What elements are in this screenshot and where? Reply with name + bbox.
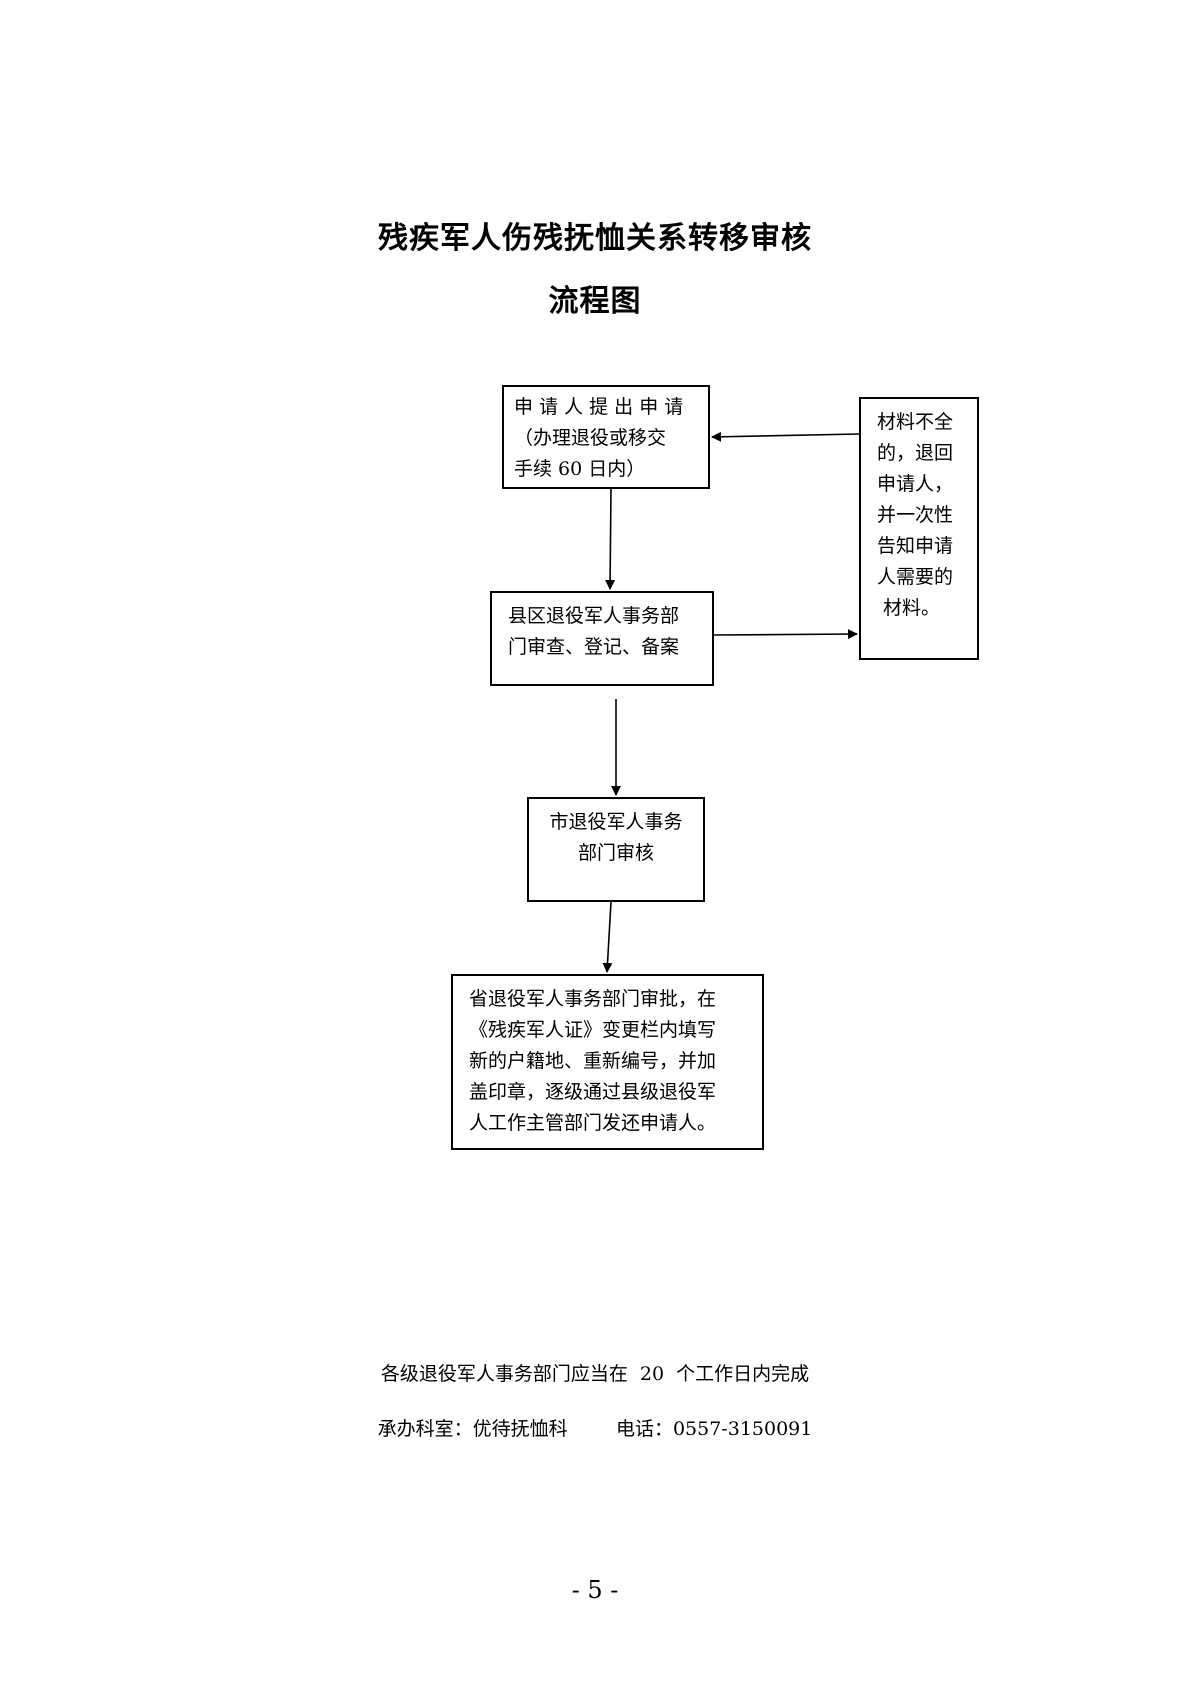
step4-line: 《残疾军人证》变更栏内填写 xyxy=(469,1019,717,1041)
step4-line: 省退役军人事务部门审批，在 xyxy=(469,988,717,1010)
step4-box: 省退役军人事务部门审批，在 《残疾军人证》变更栏内填写 新的户籍地、重新编号，并… xyxy=(451,974,764,1150)
arrow-step1-to-step2 xyxy=(605,488,616,590)
reject-line: 申请人， xyxy=(877,473,954,495)
reject-box: 材料不全 的，退回 申请人， 并一次性 告知申请 人需要的 材料。 xyxy=(859,397,979,660)
step4-line: 人工作主管部门发还申请人。 xyxy=(469,1112,717,1134)
reject-line: 人需要的 xyxy=(877,566,954,588)
step4-line: 盖印章，逐级通过县级退役军 xyxy=(469,1081,717,1103)
document-subtitle: 流程图 xyxy=(548,284,642,319)
arrow-step3-to-step4 xyxy=(602,901,613,973)
step2-line: 县区退役军人事务部 xyxy=(508,605,680,627)
step1-line: （办理退役或移交 xyxy=(514,427,667,449)
reject-line: 材料。 xyxy=(877,597,941,619)
step4-line: 新的户籍地、重新编号，并加 xyxy=(469,1050,717,1072)
reject-line: 告知申请 xyxy=(877,535,954,557)
step2-box: 县区退役军人事务部 门审查、登记、备案 xyxy=(490,591,714,686)
arrow-step2-to-reject xyxy=(713,629,858,640)
deadline-note: 各级退役军人事务部门应当在 20 个工作日内完成 xyxy=(380,1363,810,1385)
step3-line: 部门审核 xyxy=(577,842,654,864)
step1-line: 申 请 人 提 出 申 请 xyxy=(514,396,684,418)
step1-box: 申 请 人 提 出 申 请 （办理退役或移交 手续 60 日内） xyxy=(502,385,710,489)
document-title: 残疾军人伤残抚恤关系转移审核 xyxy=(378,221,812,256)
reject-line: 并一次性 xyxy=(877,504,954,526)
step1-line: 手续 60 日内） xyxy=(514,458,646,480)
step2-line: 门审查、登记、备案 xyxy=(508,636,680,658)
reject-line: 材料不全 xyxy=(877,411,954,433)
arrow-reject-to-step1 xyxy=(711,431,860,442)
office-contact: 承办科室：优待抚恤科 电话：0557-3150091 xyxy=(377,1418,813,1440)
reject-line: 的，退回 xyxy=(877,442,954,464)
page-number: - 5 - xyxy=(571,1576,619,1604)
step3-line: 市退役军人事务 xyxy=(549,811,683,833)
step3-box: 市退役军人事务 部门审核 xyxy=(527,797,705,902)
